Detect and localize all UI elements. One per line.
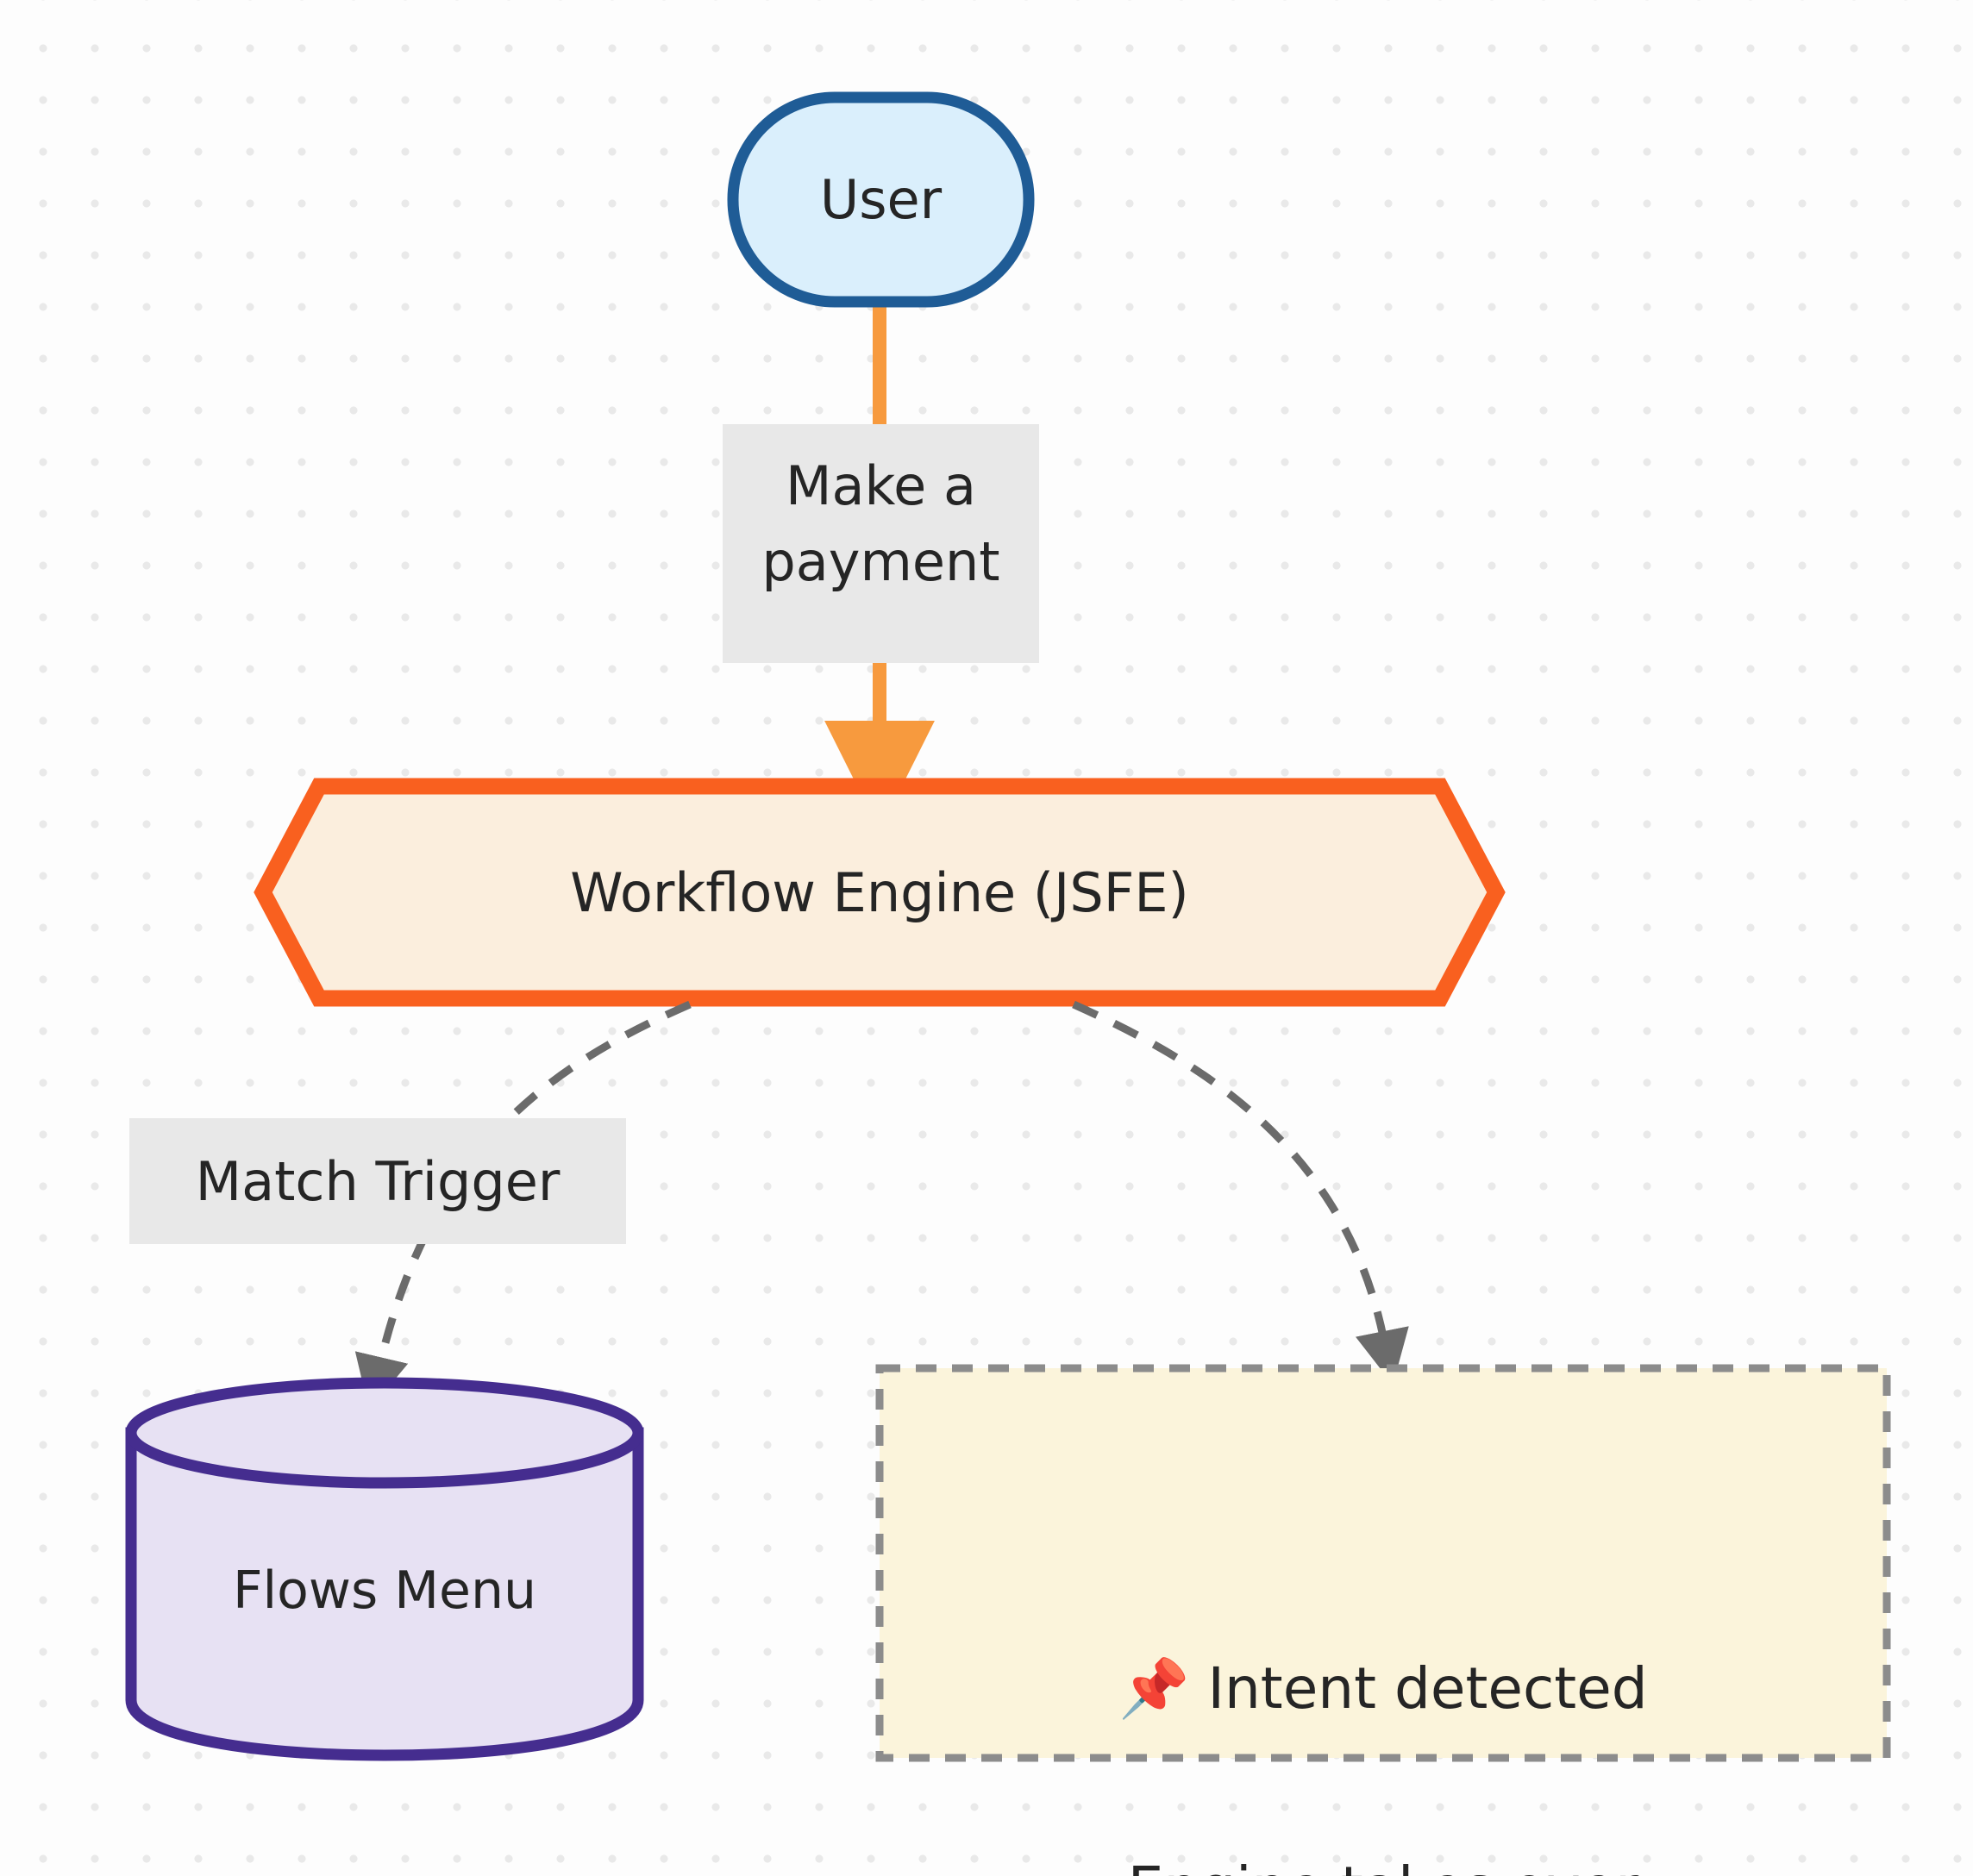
edge-engine-to-note [1072, 1000, 1409, 1385]
node-user[interactable] [727, 91, 1035, 308]
edge-label-match-trigger: Match Trigger [129, 1118, 626, 1244]
note-box [875, 1364, 1891, 1762]
node-flows-menu[interactable] [125, 1377, 644, 1761]
edge-label-make-a-payment: Make a payment [723, 424, 1039, 663]
node-workflow-engine[interactable] [254, 778, 1506, 1007]
